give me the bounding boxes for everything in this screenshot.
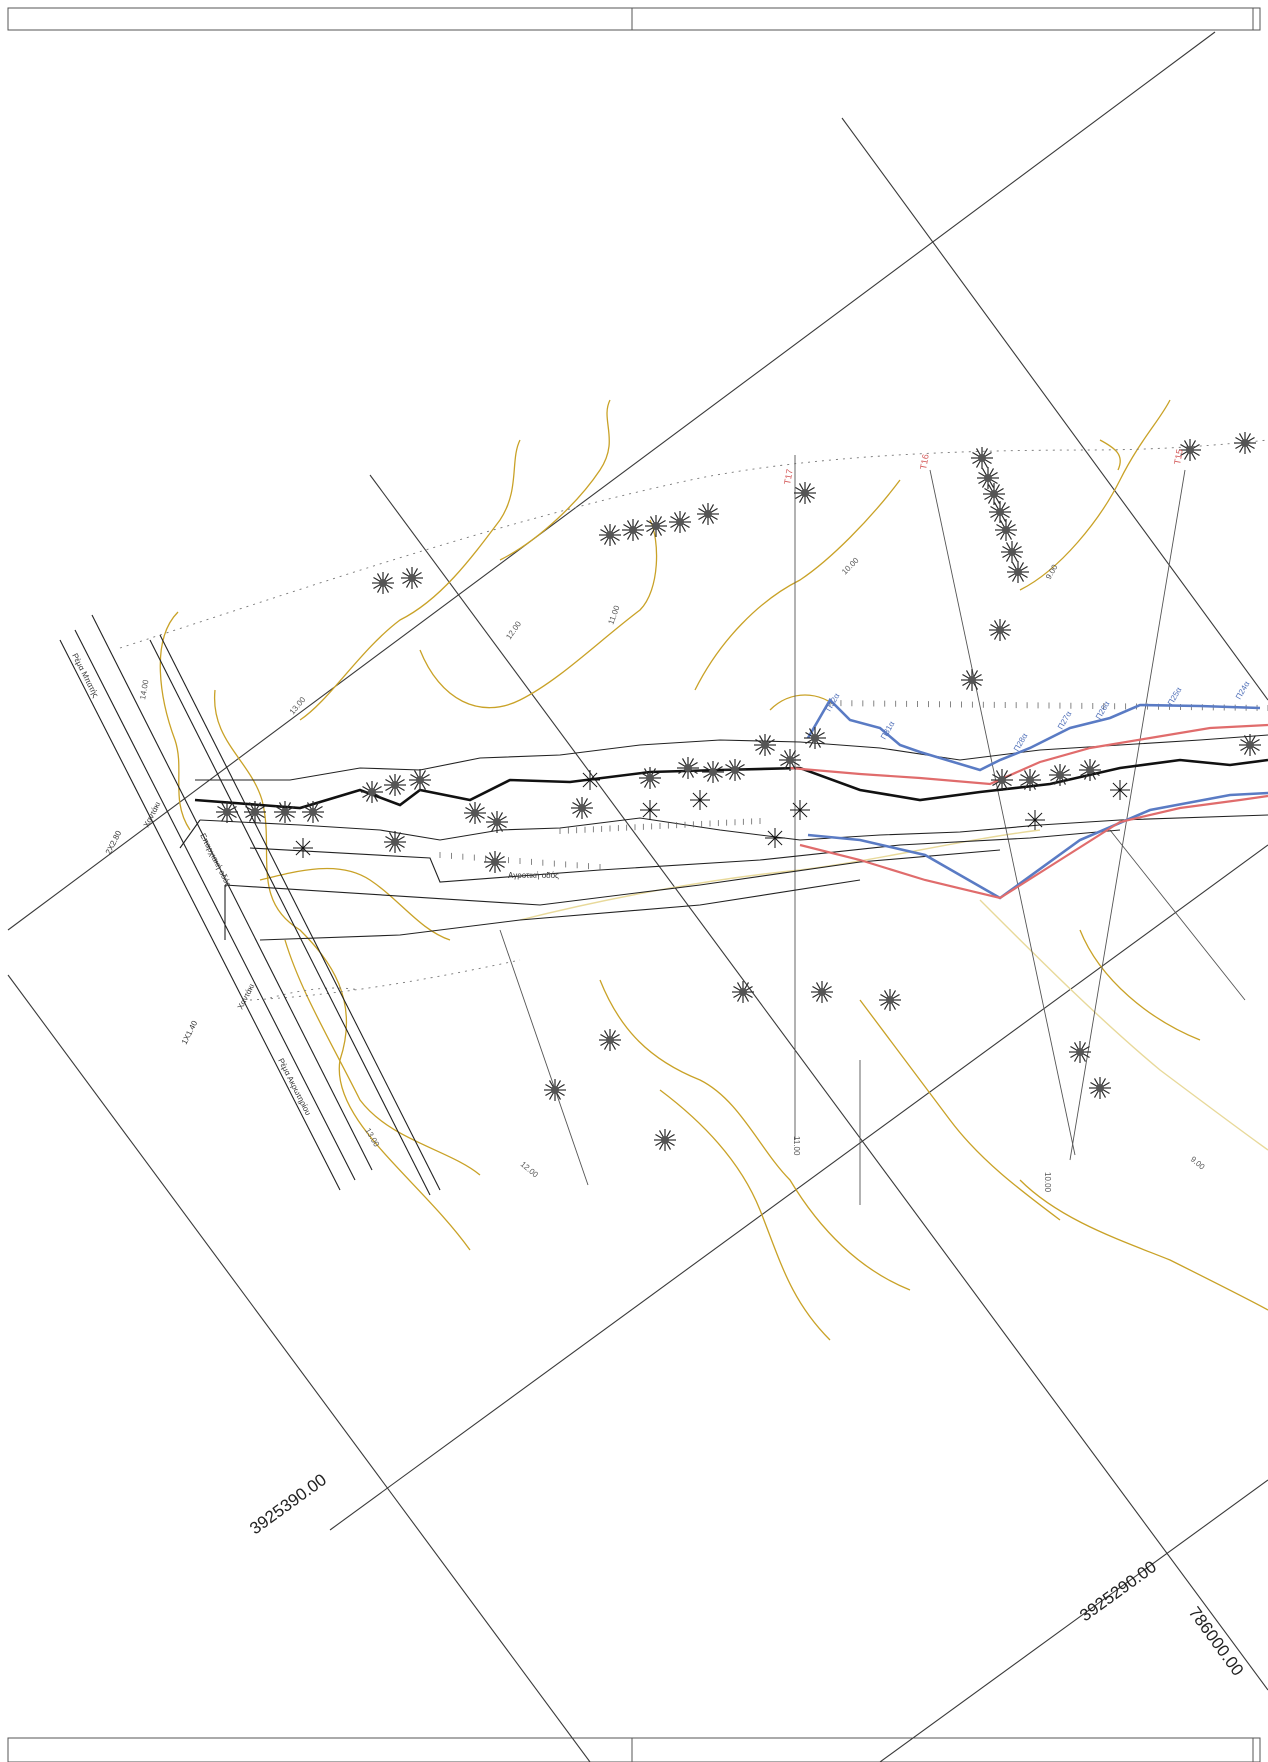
point-label: Π31α <box>879 719 897 741</box>
tree-icon <box>989 501 1011 523</box>
tree-icon <box>1089 1077 1111 1099</box>
contour-label: 9.00 <box>1044 563 1060 581</box>
tree-icon <box>571 797 593 819</box>
shrub-icon <box>640 800 660 820</box>
tree-icon <box>645 515 667 537</box>
tree-icon <box>669 511 691 533</box>
tree-icon <box>1079 759 1101 781</box>
northing-label-a: 3925390.00 <box>246 1470 330 1538</box>
tree-icon <box>372 572 394 594</box>
tree-icon <box>1019 769 1041 791</box>
shrub-icon <box>690 790 710 810</box>
northing-label-b: 3925290.00 <box>1076 1557 1160 1625</box>
contour-label: 14.00 <box>138 679 150 701</box>
tree-icon <box>697 503 719 525</box>
tree-icon <box>879 989 901 1011</box>
shrub-icon <box>790 800 810 820</box>
tree-icon <box>724 759 746 781</box>
tree-icon <box>794 482 816 504</box>
tree-icon <box>1007 561 1029 583</box>
shrub-icon <box>1110 780 1130 800</box>
contour-label: 13.00 <box>288 695 308 717</box>
tree-icon <box>1069 1041 1091 1063</box>
tree-icon <box>989 619 1011 641</box>
tree-icon <box>991 769 1013 791</box>
tree-icon <box>464 802 486 824</box>
easting-label: 786000.00 <box>1185 1603 1248 1679</box>
shrub-icon <box>293 838 313 858</box>
contour-label: 13.00 <box>363 1127 381 1149</box>
tree-icon <box>1001 541 1023 563</box>
tree-icon <box>639 767 661 789</box>
tree-icon <box>677 757 699 779</box>
section-label: T17 <box>782 468 795 485</box>
tree-icon <box>779 749 801 771</box>
tree-icon <box>971 447 993 469</box>
tree-icon <box>702 761 724 783</box>
tree-icon <box>654 1129 676 1151</box>
cross-section-lines <box>499 455 1246 1205</box>
tree-icon <box>216 801 238 823</box>
tree-icon <box>1179 439 1201 461</box>
shrub-icon <box>1025 810 1045 830</box>
provincial-road-label: Επαρχιακή οδός <box>198 832 233 888</box>
contour-label: 9.00 <box>1189 1155 1207 1172</box>
contour-label: 10.00 <box>840 556 861 577</box>
tree-icon <box>544 1079 566 1101</box>
ditch-label-a: Χαντάκι <box>142 800 163 829</box>
tree-icon <box>732 981 754 1003</box>
slope-hatch <box>439 700 1268 870</box>
tree-icon <box>804 727 826 749</box>
tree-icon <box>486 811 508 833</box>
tree-icon <box>811 981 833 1003</box>
tree-icon <box>599 1029 621 1051</box>
provincial-road-lines <box>59 614 441 1196</box>
contour-label: 11.00 <box>606 604 621 626</box>
tree-icon <box>484 851 506 873</box>
section-label: T15 <box>1172 448 1185 465</box>
tree-icon <box>302 801 324 823</box>
shrub-icon <box>765 828 785 848</box>
section-label: T16 <box>918 453 931 470</box>
tree-icon <box>409 769 431 791</box>
tree-icon <box>754 734 776 756</box>
tree-icon <box>622 519 644 541</box>
tree-icon <box>1049 764 1071 786</box>
road-alignment <box>179 734 1268 941</box>
tree-icon <box>961 669 983 691</box>
tree-icon <box>995 519 1017 541</box>
tree-icon <box>599 524 621 546</box>
point-label: Π25α <box>1166 685 1184 707</box>
tree-icon <box>977 467 999 489</box>
map-labels: 3925390.00 3925290.00 786000.00 Αγροτική… <box>70 448 1251 1679</box>
tree-icon <box>384 774 406 796</box>
tree-icon <box>983 483 1005 505</box>
tree-icon <box>1239 734 1261 756</box>
tree-icon <box>1234 432 1256 454</box>
contour-label: 10.00 <box>1043 1172 1052 1193</box>
survey-line-red <box>789 723 1268 900</box>
contour-lines <box>159 399 1268 1341</box>
culvert-label-a: 2X2.80 <box>104 829 124 856</box>
culvert-label-b: 1X1.40 <box>180 1019 200 1046</box>
tree-icon <box>274 801 296 823</box>
contour-label: 12.00 <box>504 619 523 641</box>
shrub-icon <box>580 770 600 790</box>
tree-icon <box>384 831 406 853</box>
dotted-survey-lines <box>119 439 1268 1001</box>
contour-label: 12.00 <box>519 1160 541 1180</box>
tree-symbols <box>216 432 1261 1151</box>
coordinate-grid <box>7 31 1268 1762</box>
survey-line-blue <box>806 697 1268 900</box>
agricultural-road-label: Αγροτική οδός <box>508 871 559 880</box>
stream-label-a: Ρέμα Μπατής <box>70 652 100 699</box>
point-label: Π24α <box>1234 679 1252 701</box>
title-block-frame <box>7 7 1261 1762</box>
tree-icon <box>244 801 266 823</box>
tree-icon <box>361 781 383 803</box>
contour-label: 11.00 <box>792 1136 801 1156</box>
tree-icon <box>401 567 423 589</box>
